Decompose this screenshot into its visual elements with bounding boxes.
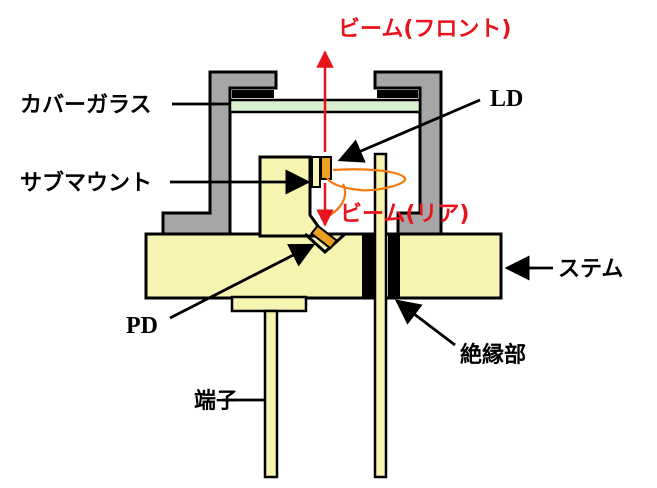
label-beam-front: ビーム(フロント)	[338, 17, 511, 42]
label-pd: PD	[126, 313, 158, 339]
stem-step	[230, 295, 308, 313]
leader-insulator	[394, 299, 456, 347]
label-stem: ステム	[558, 257, 623, 282]
label-insulator: 絶縁部	[460, 342, 526, 368]
stem-base	[144, 232, 503, 300]
label-terminal: 端子	[194, 389, 238, 414]
terminal-pin-left	[263, 309, 279, 479]
pd-chip	[310, 224, 338, 250]
terminal-pin-right	[373, 152, 388, 479]
insulator-right	[388, 234, 400, 298]
pd-notch	[303, 232, 347, 255]
label-submount: サブマウント	[20, 170, 152, 196]
cover-cap-right	[373, 70, 443, 238]
label-ld: LD	[490, 86, 523, 112]
leader-pd	[169, 243, 316, 320]
label-beam-rear: ビーム(リア)	[340, 202, 469, 227]
submount-piece	[311, 156, 321, 188]
insulator-left	[362, 234, 374, 298]
leader-ld	[337, 98, 481, 163]
cap-rim-right	[377, 90, 418, 98]
ld-chip	[320, 156, 332, 180]
label-cover-glass: カバーガラス	[20, 93, 152, 118]
bond-wire-top	[326, 168, 407, 192]
cap-rim-left	[232, 90, 274, 98]
